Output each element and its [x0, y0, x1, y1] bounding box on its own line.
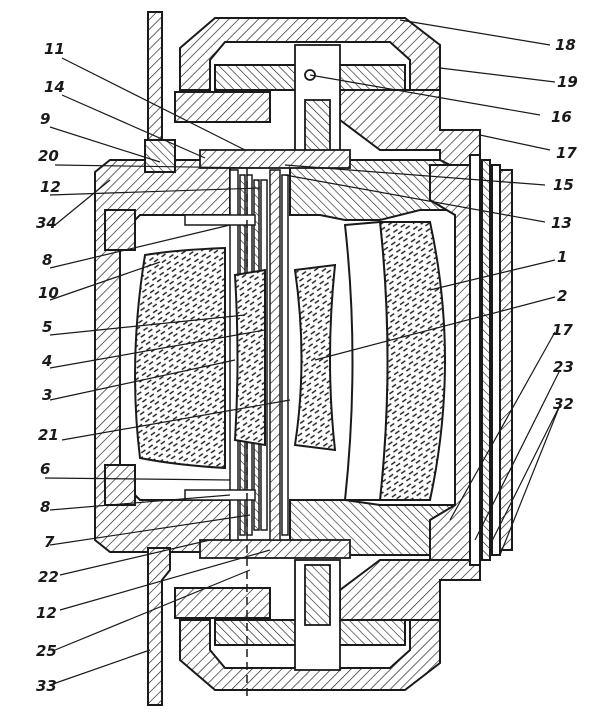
label-left: 21 — [38, 426, 59, 444]
leader-lines — [44, 19, 561, 686]
label-right: 17 — [556, 144, 577, 162]
label-left: 33 — [36, 677, 57, 695]
front-filter-2 — [481, 159, 491, 561]
label-left: 25 — [36, 642, 57, 660]
bottom-flange-left — [174, 587, 271, 619]
housing — [94, 11, 513, 706]
shaft-bottom-inner — [304, 564, 331, 626]
gear-top — [199, 149, 351, 169]
label-right: 2 — [557, 287, 567, 305]
front-filter-3 — [491, 164, 501, 556]
lens-rear — [134, 246, 226, 470]
label-right: 13 — [551, 214, 572, 232]
label-right: 18 — [555, 36, 576, 54]
label-left: 11 — [44, 40, 65, 58]
label-left: 3 — [42, 386, 52, 404]
label-right: 19 — [557, 73, 578, 91]
label-left: 8 — [40, 498, 50, 516]
blade-stack-5 — [269, 169, 281, 541]
label-left: 5 — [42, 318, 52, 336]
label-right: 32 — [553, 395, 574, 413]
label-right: 16 — [551, 108, 572, 126]
pin-top — [184, 214, 256, 226]
lens-front-cell — [343, 220, 389, 501]
lens-elements — [134, 220, 446, 501]
lens-middle — [293, 263, 337, 452]
label-left: 10 — [38, 284, 59, 302]
pin-bottom — [184, 489, 256, 501]
label-left: 22 — [38, 568, 59, 586]
left-mount-bottom — [104, 464, 136, 506]
label-left: 9 — [40, 110, 50, 128]
label-right: 17 — [552, 321, 573, 339]
label-right: 15 — [553, 176, 574, 194]
bottom-cap — [179, 619, 441, 691]
front-filter-4 — [499, 169, 513, 551]
side-lever-bottom — [147, 547, 171, 706]
lens-inner-left — [233, 268, 266, 447]
label-left: 20 — [38, 147, 59, 165]
label-left: 6 — [40, 460, 50, 478]
label-right: 1 — [557, 248, 567, 266]
label-left: 4 — [41, 352, 52, 370]
label-left: 12 — [36, 604, 57, 622]
top-flange-right — [339, 89, 481, 171]
gear-bottom — [199, 539, 351, 559]
top-cap — [179, 17, 441, 91]
label-left: 14 — [44, 78, 65, 96]
top-flange-left — [174, 91, 271, 123]
label-left: 34 — [36, 214, 57, 232]
label-right: 23 — [553, 358, 574, 376]
left-label-group: 11 14 9 20 12 34 8 10 5 4 3 21 6 8 7 22 … — [36, 40, 65, 695]
label-left: 8 — [42, 251, 52, 269]
lens-front — [378, 221, 446, 501]
label-left: 12 — [40, 178, 61, 196]
front-filter-1 — [469, 154, 481, 566]
central-shafts — [199, 44, 351, 671]
blade-stack-6 — [281, 174, 289, 536]
label-left: 7 — [44, 533, 55, 551]
left-mount-top — [104, 209, 136, 251]
right-label-group: 18 19 16 17 15 13 1 2 17 23 32 — [551, 36, 578, 413]
